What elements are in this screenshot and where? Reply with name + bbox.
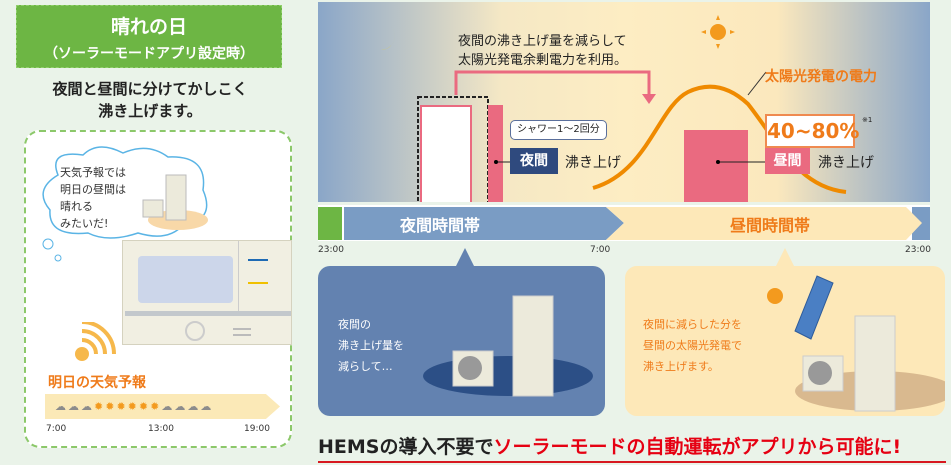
forecast-time: 7:00 bbox=[46, 424, 67, 434]
cloud-icon: ☁ bbox=[200, 400, 212, 413]
cloud-icon: ☁ bbox=[161, 400, 173, 413]
subtitle: （ソーラーモードアプリ設定時） bbox=[44, 46, 254, 62]
cloud-icon: ☁ bbox=[187, 400, 199, 413]
button-row bbox=[125, 311, 291, 316]
panel-line: 減らして… bbox=[338, 360, 393, 373]
night-heat-bar bbox=[488, 105, 503, 202]
night-panel-text: 夜間の 沸き上げ量を 減らして… bbox=[338, 314, 404, 377]
yellow-indicator bbox=[248, 282, 268, 284]
timeline-time: 23:00 bbox=[905, 245, 931, 255]
panel-line: 夜間の bbox=[338, 318, 371, 331]
cloud-icon: ☁ bbox=[81, 400, 92, 413]
solar-panel-icon bbox=[794, 275, 834, 340]
wifi-icon bbox=[75, 322, 116, 361]
note-line: 夜間の沸き上げ量を減らして bbox=[458, 34, 627, 49]
forecast-time: 13:00 bbox=[148, 424, 174, 434]
night-pointer bbox=[455, 248, 475, 268]
forecast-bar: ☁☁☁✹✹✹✹✹✹☁☁☁☁ bbox=[45, 394, 280, 419]
sun-icon: ✹ bbox=[138, 400, 149, 413]
shower-callout: シャワー1〜2回分 bbox=[510, 120, 607, 140]
solar-power-label: 太陽光発電の電力 bbox=[765, 69, 877, 85]
percent-callout: 40~80% bbox=[765, 114, 859, 148]
day-period-label: 昼間時間帯 bbox=[730, 216, 811, 235]
day-night-diagram bbox=[318, 2, 930, 202]
day-tag: 昼間 bbox=[765, 148, 810, 174]
day-heat-bar bbox=[684, 130, 748, 202]
timeline-time: 23:00 bbox=[318, 245, 344, 255]
sun-icon bbox=[701, 15, 735, 49]
cloud-icon: ☁ bbox=[68, 400, 79, 413]
controller-screen bbox=[138, 256, 233, 303]
forecast-label: 明日の天気予報 bbox=[48, 375, 146, 391]
note-line: 太陽光発電余剰電力を利用。 bbox=[458, 53, 628, 68]
sun-icon: ✹ bbox=[127, 400, 137, 413]
solar-heater-illustration bbox=[767, 275, 945, 412]
sun-icon bbox=[767, 288, 783, 304]
cloud-icon: ☁ bbox=[174, 400, 186, 413]
thought-text: 天気予報では 明日の昼間は 晴れる みたいだ! bbox=[60, 164, 126, 232]
forecast-time: 19:00 bbox=[244, 424, 270, 434]
thought-line: みたいだ! bbox=[60, 217, 109, 230]
moon-icon bbox=[558, 291, 573, 310]
panel-line: 昼間の太陽光発電で bbox=[643, 339, 742, 352]
panel-line: 夜間に減らした分を bbox=[643, 318, 742, 331]
sun-icon: ✹ bbox=[116, 400, 126, 413]
dial-icon bbox=[185, 321, 205, 341]
thought-line: 明日の昼間は bbox=[60, 183, 126, 196]
menu-lines-icon bbox=[233, 328, 251, 336]
day-panel: 夜間に減らした分を 昼間の太陽光発電で 沸き上げます。 bbox=[625, 266, 945, 416]
thought-bubble bbox=[42, 146, 208, 239]
night-panel: 夜間の 沸き上げ量を 減らして… bbox=[318, 266, 605, 416]
night-period-label: 夜間時間帯 bbox=[400, 216, 481, 235]
night-heat-label: 沸き上げ bbox=[565, 155, 621, 171]
day-panel-text: 夜間に減らした分を 昼間の太陽光発電で 沸き上げます。 bbox=[643, 314, 742, 377]
day-heat-label: 沸き上げ bbox=[818, 155, 874, 171]
lead-line: 沸き上げます。 bbox=[98, 102, 202, 120]
transfer-arrow bbox=[454, 70, 651, 97]
lead-text: 夜間と昼間に分けてかしこく 沸き上げます。 bbox=[10, 78, 290, 122]
footnote-mark: ※1 bbox=[862, 116, 873, 124]
water-heater-illustration bbox=[423, 291, 593, 397]
cloud-icon: ☁ bbox=[55, 400, 66, 413]
panel-line: 沸き上げます。 bbox=[643, 360, 719, 373]
divider bbox=[238, 241, 239, 311]
sun-icon: ✹ bbox=[105, 400, 115, 413]
headline: HEMSの導入不要でソーラーモードの自動運転がアプリから可能に! bbox=[318, 432, 946, 463]
lead-line: 夜間と昼間に分けてかしこく bbox=[52, 80, 248, 98]
blue-indicator bbox=[248, 259, 268, 261]
reduced-night-bar bbox=[420, 105, 472, 202]
headline-part1: HEMSの導入不要で bbox=[318, 436, 494, 458]
sun-icon: ✹ bbox=[150, 400, 160, 413]
diagram-note: 夜間の沸き上げ量を減らして 太陽光発電余剰電力を利用。 bbox=[458, 32, 627, 70]
timeline-time: 7:00 bbox=[590, 245, 611, 255]
title: 晴れの日 bbox=[110, 16, 187, 38]
sun-icon: ✹ bbox=[94, 400, 104, 413]
day-pointer bbox=[775, 248, 795, 268]
thought-line: 晴れる bbox=[60, 200, 93, 213]
remote-controller-image bbox=[122, 240, 292, 345]
night-tag: 夜間 bbox=[510, 148, 558, 174]
panel-line: 沸き上げ量を bbox=[338, 339, 404, 352]
title-banner: 晴れの日 （ソーラーモードアプリ設定時） bbox=[16, 5, 282, 68]
headline-part2: ソーラーモードの自動運転がアプリから可能に! bbox=[493, 436, 902, 458]
thought-dots bbox=[42, 238, 62, 262]
timeline-bar bbox=[318, 205, 930, 241]
thought-line: 天気予報では bbox=[60, 166, 126, 179]
